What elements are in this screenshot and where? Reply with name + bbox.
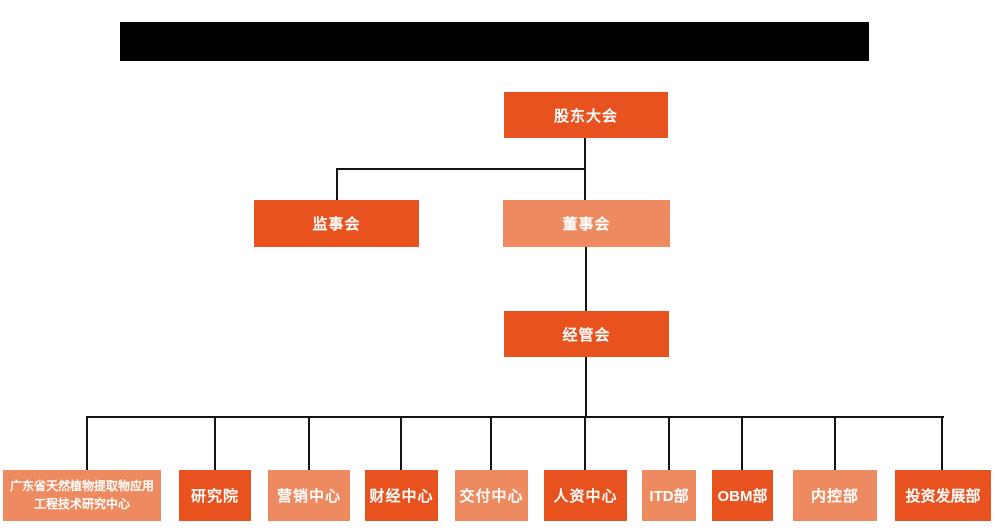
- connector-drop-itd-dept: [668, 416, 670, 470]
- connector-drop-research-institute: [214, 416, 216, 470]
- org-node-hr-center: 人资中心: [544, 470, 627, 521]
- org-node-supervisory-board: 监事会: [254, 200, 419, 247]
- org-node-internal-control-dept: 内控部: [793, 470, 877, 521]
- org-node-obm-dept: OBM部: [712, 470, 773, 521]
- org-node-marketing-center: 营销中心: [268, 470, 350, 521]
- redacted-title-bar: [120, 22, 869, 61]
- connector-drop-internal-control-dept: [834, 416, 836, 470]
- org-node-itd-dept: ITD部: [642, 470, 696, 521]
- org-node-investment-development-dept: 投资发展部: [895, 470, 991, 521]
- org-node-shareholders-meeting: 股东大会: [504, 92, 668, 138]
- connector-board-to-management: [585, 247, 587, 311]
- org-node-research-center: 广东省天然植物提取物应用工程技术研究中心: [3, 470, 161, 521]
- connector-drop-hr-center: [584, 416, 586, 470]
- org-node-board-of-directors: 董事会: [503, 200, 670, 247]
- connector-to-supervisory: [336, 168, 338, 200]
- connector-drop-marketing-center: [308, 416, 310, 470]
- org-node-finance-center: 财经中心: [365, 470, 438, 521]
- connector-drop-finance-center: [400, 416, 402, 470]
- org-node-delivery-center: 交付中心: [455, 470, 528, 521]
- connector-management-to-bus: [585, 357, 587, 417]
- connector-drop-obm-dept: [741, 416, 743, 470]
- connector-drop-delivery-center: [490, 416, 492, 470]
- connector-drop-research-center: [86, 416, 88, 470]
- connector-level2-horizontal: [336, 168, 586, 170]
- connector-drop-investment-development-dept: [941, 416, 943, 470]
- org-node-research-institute: 研究院: [179, 470, 251, 521]
- connector-children-bus: [87, 416, 944, 418]
- org-node-management-committee: 经管会: [504, 311, 669, 357]
